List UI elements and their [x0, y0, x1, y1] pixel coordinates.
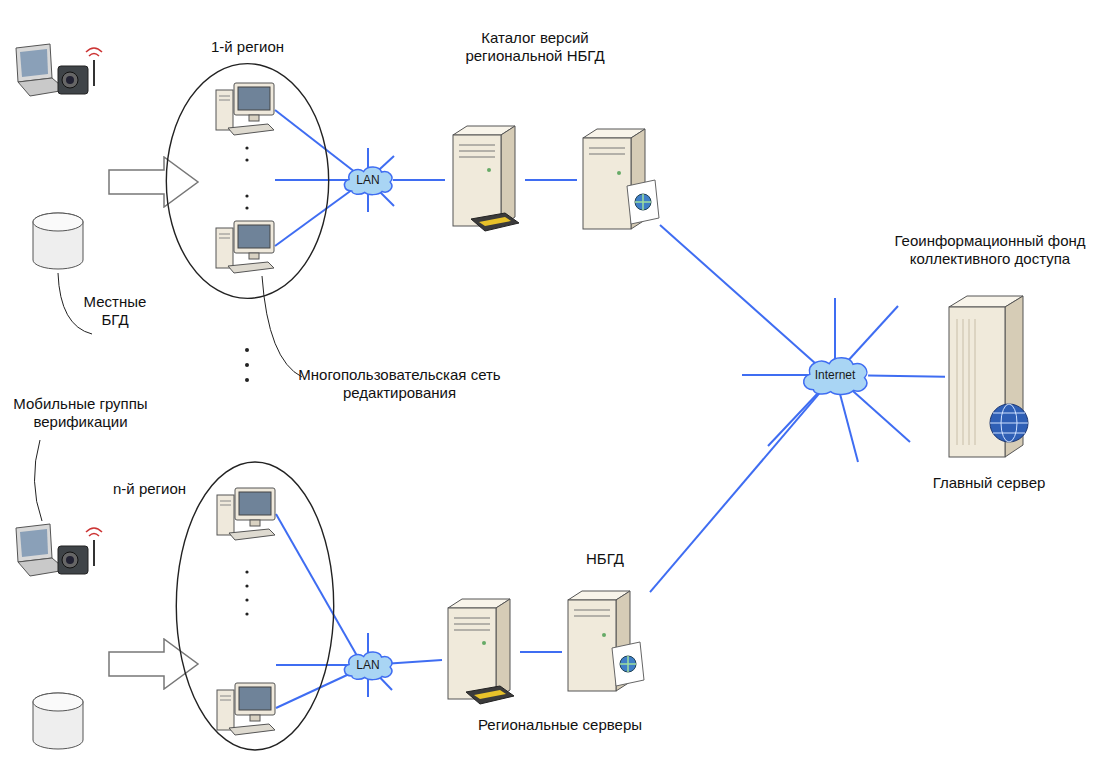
group-label: Региональные серверы: [460, 716, 660, 734]
node-heading: Главный сервер: [909, 474, 1069, 492]
web-server: [583, 129, 659, 229]
cloud-shape: [344, 167, 391, 195]
ellipse-outline: [165, 62, 330, 300]
mobile-laptop: [16, 44, 102, 96]
catalog-server: [448, 599, 514, 704]
node-heading: Каталог версий региональной НБГД: [440, 29, 630, 65]
callout-label: Мобильные группы верификации: [8, 395, 153, 431]
web-server: [568, 591, 644, 691]
input-arrow: [109, 639, 198, 689]
lan-cloud: LAN: [341, 650, 395, 680]
mobile-laptop: [16, 524, 102, 576]
network-link: [393, 179, 445, 181]
internet-cloud: Internet: [799, 355, 871, 395]
ellipse-outline: [175, 460, 335, 752]
catalog-server: Каталог версий региональной НБГД: [445, 125, 525, 235]
web-server: НБГД: [560, 590, 650, 700]
network-link: [868, 376, 945, 377]
fund-label: Геоинформационный фонд коллективного дос…: [870, 232, 1110, 268]
database-cylinder: [33, 213, 83, 269]
cloud-shape: [804, 358, 867, 395]
cloud-label: LAN: [356, 658, 379, 672]
lan-cloud: LAN: [341, 165, 395, 195]
region-ellipse: 1-й регион: [165, 62, 330, 300]
catalog-server: [453, 126, 519, 231]
input-arrow: [109, 157, 198, 207]
ellipsis-dots: [245, 146, 249, 615]
callout-label: Многопользовательская сеть редактировани…: [292, 366, 507, 402]
cloud-label: Internet: [815, 368, 856, 382]
region-outline: [166, 64, 328, 299]
cloud-shape: [344, 652, 391, 680]
workstation: [216, 221, 274, 273]
region-outline: [176, 462, 333, 750]
network-link: [650, 392, 821, 593]
node-heading: 1-й регион: [185, 38, 310, 56]
main-server: [949, 296, 1028, 457]
main-server: Главный сервер: [945, 295, 1033, 460]
callout-label: Местные БГД: [75, 293, 155, 329]
workstation: [216, 83, 274, 135]
region-ellipse: n-й регион: [175, 460, 335, 752]
network-wires: [275, 110, 910, 708]
node-heading: НБГД: [565, 550, 645, 568]
database-cylinder: [33, 693, 83, 749]
workstation: [217, 683, 275, 735]
cloud-label: LAN: [356, 173, 379, 187]
workstation: [217, 488, 275, 540]
node-heading: n-й регион: [113, 480, 205, 498]
